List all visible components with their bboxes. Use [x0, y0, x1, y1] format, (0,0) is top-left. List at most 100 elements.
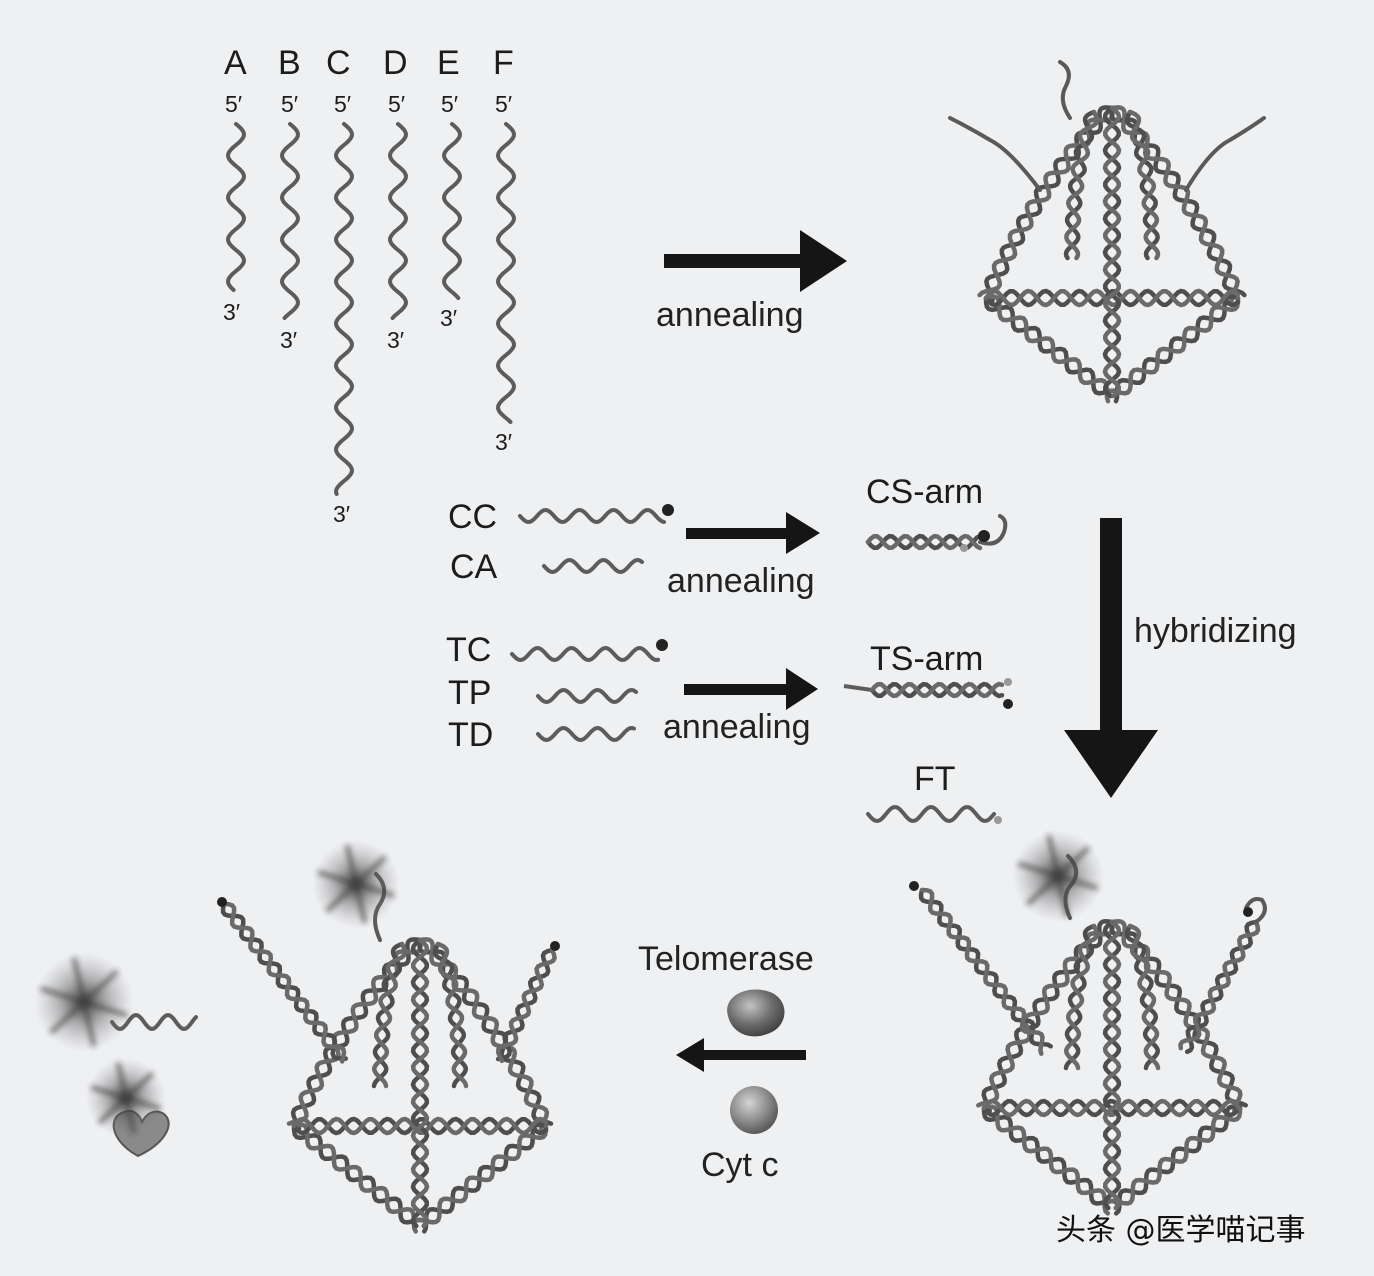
- helix-strand: [1105, 295, 1241, 396]
- five-prime-label-f: 5′: [495, 91, 512, 117]
- helix-strand: [1178, 919, 1261, 1051]
- five-prime-label-b: 5′: [281, 91, 298, 117]
- tetra1-tail-right: [1184, 116, 1266, 192]
- tetra-edge-back-left: [1063, 923, 1100, 1071]
- cyt-c-label: Cyt c: [701, 1146, 778, 1184]
- ft-strand: [866, 805, 1002, 824]
- five-prime-label-c: 5′: [334, 91, 351, 117]
- helix-strand: [291, 1122, 418, 1234]
- tp-wave-line: [536, 687, 638, 705]
- tetra-edge-vertical: [1102, 919, 1122, 1211]
- three-prime-label-c: 3′: [333, 501, 350, 527]
- helix-strand: [869, 681, 1005, 699]
- strand-wave-a: [225, 122, 247, 292]
- quencher-dot-t2-right: [1243, 907, 1253, 917]
- helix-strand: [983, 288, 1241, 308]
- strand-label-f: F: [493, 44, 514, 82]
- dna-tetrahedron-activated: [217, 872, 560, 1234]
- helix-strand: [1127, 923, 1161, 1071]
- tetra2-arm-right: [1178, 919, 1261, 1055]
- cc-wave-line: [518, 507, 666, 525]
- strand-wave-d: [387, 122, 409, 320]
- td-strand: [536, 725, 636, 743]
- ft-label: FT: [914, 760, 956, 798]
- five-prime-label-e: 5′: [441, 91, 458, 117]
- single-strands-a-f: A B C D E F 5′ 5′ 5′ 5′ 5′ 5′ 3′ 3′ 3′ 3…: [223, 44, 517, 527]
- strand-wave-f: [495, 122, 517, 424]
- tetra3-arm-right: [495, 947, 557, 1064]
- tetra-edge-back-right: [1124, 923, 1161, 1071]
- hybridizing-label: hybridizing: [1134, 612, 1297, 650]
- strand-wave-b: [279, 122, 301, 320]
- ca-strand: [542, 557, 644, 575]
- helix-strand: [918, 887, 1053, 1049]
- helix-strand: [983, 295, 1119, 396]
- tetra1-tail-left: [948, 116, 1042, 192]
- tetra-edge-bottom-left: [983, 294, 1119, 404]
- helix-strand: [422, 1122, 549, 1234]
- detection-legend: Telomerase Cyt c: [638, 940, 814, 1184]
- flare-star-icon: [312, 840, 400, 928]
- cs-arm-tail: [978, 514, 1008, 546]
- tetra-edge-horizontal: [981, 1098, 1243, 1118]
- ts-arm-lead: [843, 684, 873, 692]
- helix-strand: [1064, 109, 1100, 261]
- helix-strand: [865, 533, 983, 551]
- strand-label-c: C: [326, 44, 351, 82]
- ca-label: CA: [450, 548, 498, 586]
- quencher-dot-t2-left: [909, 881, 919, 891]
- tp-label: TP: [448, 674, 491, 712]
- three-prime-label-a: 3′: [223, 299, 240, 325]
- ts-arm-assembly: TC TP TD annealing TS-arm FT: [446, 631, 1013, 824]
- cs-arm-label: CS-arm: [866, 473, 983, 511]
- tetra-edge-vertical: [410, 937, 430, 1229]
- cs-arm-duplex: [865, 514, 1008, 552]
- tetra-edge-vertical: [1102, 105, 1122, 399]
- annealing-label-1: annealing: [656, 296, 803, 334]
- helix-strand: [291, 1116, 549, 1136]
- helix-strand: [1102, 919, 1122, 1211]
- annealing-label-2: annealing: [667, 562, 814, 600]
- strand-wave-e: [441, 122, 463, 300]
- annealing-arrow-1: annealing: [656, 230, 847, 334]
- helix-strand: [1102, 105, 1122, 399]
- helix-strand: [981, 1098, 1243, 1118]
- fluorescence-flares: [34, 830, 1104, 1138]
- td-label: TD: [448, 716, 493, 754]
- ca-wave-line: [542, 557, 644, 575]
- three-prime-label-e: 3′: [440, 305, 457, 331]
- helix-strand: [1102, 105, 1122, 399]
- ts-arm-label: TS-arm: [870, 640, 983, 678]
- flare-ray: [98, 1072, 154, 1124]
- flare-star-icon: [1012, 830, 1104, 922]
- strand-label-e: E: [437, 44, 460, 82]
- tetra-edge-bottom-left: [291, 1122, 427, 1234]
- tetra2-tail-right: [1244, 897, 1267, 924]
- cc-strand: [518, 507, 666, 525]
- dna-tetrahedron-with-arms: [909, 854, 1267, 1216]
- helix-strand: [413, 1123, 549, 1225]
- flare-ray: [325, 855, 387, 913]
- tetra-edge-horizontal: [983, 288, 1241, 308]
- three-prime-label-b: 3′: [280, 327, 297, 353]
- tetra-edge-back-left: [1063, 109, 1100, 261]
- helix-strand: [291, 1123, 427, 1225]
- helix-strand: [435, 941, 469, 1089]
- reverse-arrow: [676, 1038, 704, 1072]
- flare-ray: [1026, 846, 1090, 906]
- cs-arm-assembly: CC CA annealing CS-arm: [448, 473, 1008, 600]
- three-prime-label-f: 3′: [495, 429, 512, 455]
- strand-waves: [225, 122, 517, 496]
- cc-label: CC: [448, 498, 497, 536]
- cyt-c-sphere-icon: [730, 1086, 778, 1134]
- tc-label: TC: [446, 631, 491, 669]
- helix-strand: [981, 1104, 1111, 1216]
- quencher-dot-ts: [1003, 699, 1013, 709]
- telomerase-enzyme-icon: [727, 989, 785, 1037]
- helix-strand: [983, 288, 1241, 308]
- strand-wave-c: [333, 122, 355, 496]
- fluorophore-dot-ft: [994, 816, 1002, 824]
- tetra1-tail-top: [1058, 60, 1072, 120]
